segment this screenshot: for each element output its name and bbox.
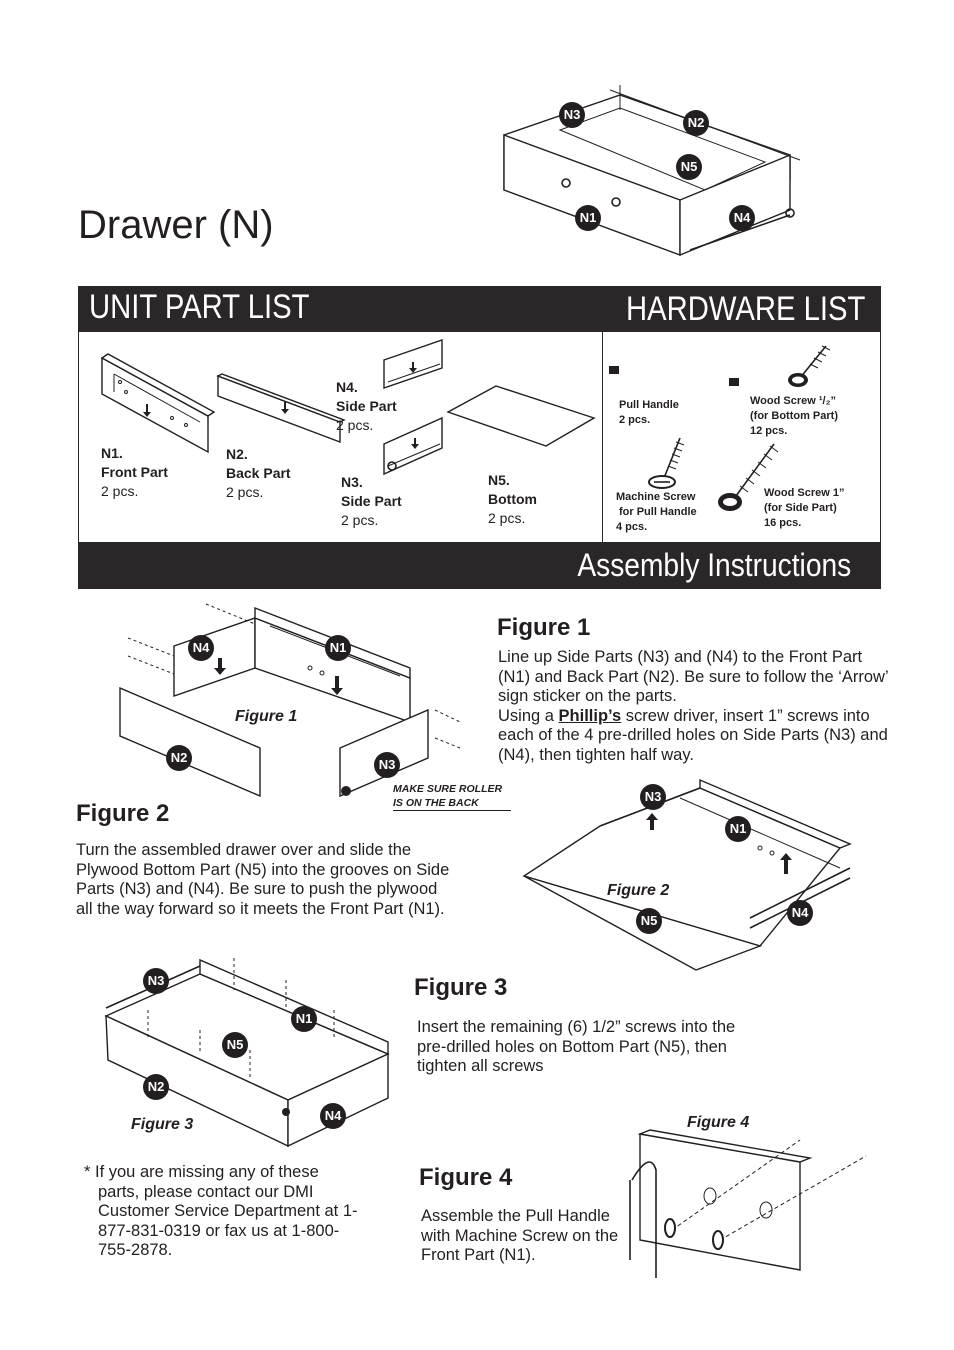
drawer-illustration — [503, 85, 801, 257]
figure3-heading: Figure 3 — [414, 974, 508, 1001]
parts-header-band: UNIT PART LIST HARDWARE LIST — [78, 286, 881, 332]
hw-pull-handle-qty: 2 pcs. — [619, 414, 651, 426]
hw-wood-screw-one-use: (for Side Part) — [764, 502, 837, 514]
figure4-text: Assemble the Pull Handle with Machine Sc… — [421, 1207, 619, 1265]
side-part-n4-drawing — [383, 339, 443, 389]
assembly-instructions-heading: Assembly Instructions — [577, 547, 851, 583]
figure2-illustration — [522, 778, 852, 971]
part-n4-code: N4. — [336, 379, 358, 395]
part-n3-label: N3. Side Part 2 pcs. — [341, 473, 402, 530]
fig2-badge-n4: N4 — [787, 900, 813, 926]
fig3-badge-n5: N5 — [222, 1032, 248, 1058]
part-n4-label: N4. Side Part 2 pcs. — [336, 378, 397, 435]
assembly-band: Assembly Instructions — [78, 542, 881, 589]
hardware-list-heading: HARDWARE LIST — [625, 290, 865, 328]
fig1-badge-n4: N4 — [188, 635, 214, 661]
part-n1-label: N1. Front Part 2 pcs. — [101, 444, 168, 501]
figure4-heading: Figure 4 — [419, 1164, 513, 1191]
badge-n3: N3 — [559, 102, 585, 128]
part-n5-qty: 2 pcs. — [488, 510, 526, 526]
hw-wood-screw-half-qty: 12 pcs. — [750, 425, 788, 437]
hw-machine-screw-name: Machine Screw — [616, 491, 696, 503]
hw-machine-screw-qty: 4 pcs. — [616, 521, 648, 533]
figure3-illustration — [104, 958, 390, 1148]
machine-screw-icon — [648, 437, 685, 489]
figure3-caption: Figure 3 — [131, 1116, 194, 1133]
figure4-caption: Figure 4 — [687, 1114, 750, 1131]
parts-box — [78, 332, 881, 542]
part-n5-name: Bottom — [488, 491, 537, 507]
part-n2-name: Back Part — [226, 465, 291, 481]
hw-wood-screw-one-label: Wood Screw 1” (for Side Part) 16 pcs. — [764, 486, 844, 531]
fig3-badge-n2: N2 — [143, 1074, 169, 1100]
part-n1-qty: 2 pcs. — [101, 483, 139, 499]
fig3-badge-n3: N3 — [143, 968, 169, 994]
pull-handle-icon — [609, 343, 739, 386]
part-n2-code: N2. — [226, 446, 248, 462]
part-n3-name: Side Part — [341, 493, 402, 509]
badge-n1: N1 — [575, 205, 601, 231]
fig2-badge-n1: N1 — [725, 816, 751, 842]
part-n2-label: N2. Back Part 2 pcs. — [226, 445, 291, 502]
hw-wood-screw-half-name: Wood Screw ¹/₂” — [750, 395, 836, 407]
figure1-text-post: screw driver, insert 1” screws into each… — [498, 706, 888, 764]
figure2-heading: Figure 2 — [76, 800, 170, 827]
part-n3-code: N3. — [341, 474, 363, 490]
parts-divider — [602, 332, 603, 542]
figure3-text: Insert the remaining (6) 1/2” screws int… — [417, 1018, 736, 1076]
hw-wood-screw-one-qty: 16 pcs. — [764, 517, 802, 529]
fig1-badge-n3: N3 — [374, 752, 400, 778]
figure2-caption: Figure 2 — [607, 882, 670, 899]
hw-pull-handle-label: Pull Handle 2 pcs. — [619, 398, 679, 428]
part-n4-qty: 2 pcs. — [336, 417, 374, 433]
hw-wood-screw-one-name: Wood Screw 1” — [764, 487, 845, 499]
part-n5-code: N5. — [488, 472, 510, 488]
hw-wood-screw-half-use: (for Bottom Part) — [750, 410, 838, 422]
fig2-badge-n5: N5 — [636, 908, 662, 934]
page-title: Drawer (N) — [78, 203, 274, 247]
badge-n5: N5 — [676, 154, 702, 180]
fig1-badge-n1: N1 — [325, 635, 351, 661]
part-n4-name: Side Part — [336, 398, 397, 414]
part-n1-name: Front Part — [101, 464, 168, 480]
side-part-n3-drawing — [383, 416, 443, 476]
badge-n4: N4 — [729, 205, 755, 231]
fig1-badge-n2: N2 — [166, 745, 192, 771]
hw-wood-screw-half-label: Wood Screw ¹/₂” (for Bottom Part) 12 pcs… — [750, 394, 838, 439]
figure1-text-phillips: Phillip’s — [558, 706, 622, 725]
fig2-badge-n3: N3 — [640, 784, 666, 810]
figure1-text-pre: Using a — [498, 706, 559, 725]
badge-n2: N2 — [683, 110, 709, 136]
figure1-text-a: Line up Side Parts (N3) and (N4) to the … — [498, 648, 889, 706]
part-n3-qty: 2 pcs. — [341, 512, 379, 528]
part-n5-label: N5. Bottom 2 pcs. — [488, 471, 537, 528]
back-part-drawing — [216, 373, 346, 444]
wood-screw-one-icon — [718, 443, 779, 511]
fig3-badge-n4: N4 — [320, 1103, 346, 1129]
figure1-illustration — [119, 603, 461, 798]
hw-pull-handle-name: Pull Handle — [619, 399, 679, 411]
figure1-text: Line up Side Parts (N3) and (N4) to the … — [498, 648, 893, 766]
hw-machine-screw-label: Machine Screw for Pull Handle 4 pcs. — [616, 490, 697, 535]
figure4-illustration — [629, 1120, 867, 1278]
contact-note: * If you are missing any of these parts,… — [84, 1163, 358, 1260]
part-n1-code: N1. — [101, 445, 123, 461]
unit-part-list-heading: UNIT PART LIST — [89, 288, 310, 326]
figure1-heading: Figure 1 — [497, 614, 591, 641]
part-n2-qty: 2 pcs. — [226, 484, 264, 500]
fig3-badge-n1: N1 — [291, 1006, 317, 1032]
roller-note: MAKE SURE ROLLER IS ON THE BACK — [393, 782, 511, 811]
bottom-part-drawing — [446, 385, 596, 447]
figure1-caption: Figure 1 — [235, 708, 298, 725]
front-part-drawing — [100, 353, 216, 454]
wood-screw-half-icon — [788, 345, 831, 387]
hw-machine-screw-use: for Pull Handle — [619, 506, 697, 518]
figure2-text: Turn the assembled drawer over and slide… — [76, 841, 450, 918]
